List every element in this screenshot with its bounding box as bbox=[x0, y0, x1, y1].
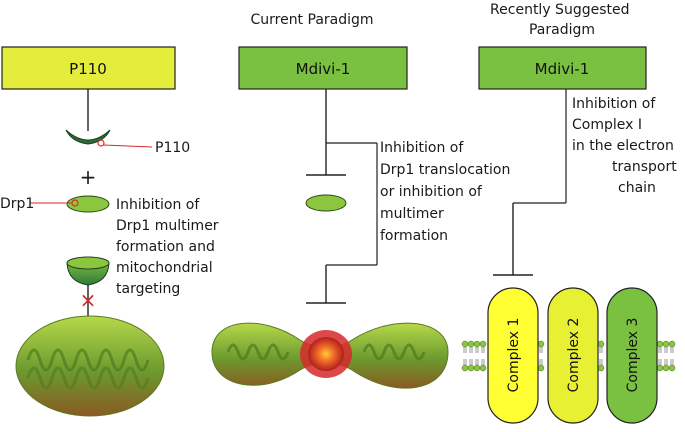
middle-title: Current Paradigm bbox=[250, 12, 373, 28]
middle-note-line-3: or inhibition of bbox=[380, 184, 483, 200]
mdivi-box-right bbox=[478, 46, 647, 90]
left-note-line-5: targeting bbox=[116, 281, 180, 297]
right-title-line-1: Recently Suggested bbox=[490, 2, 629, 18]
plus-sign: + bbox=[80, 165, 97, 189]
middle-note-line-5: formation bbox=[380, 228, 448, 244]
membrane-icon bbox=[461, 340, 676, 372]
p110-pointer-line bbox=[102, 144, 153, 148]
left-note-line-2: Drp1 multimer bbox=[116, 218, 219, 234]
p110-box-label: P110 bbox=[69, 60, 107, 78]
right-note-line-2: Complex I bbox=[572, 117, 642, 133]
middle-note-line-4: multimer bbox=[380, 206, 444, 222]
left-note-line-3: formation and bbox=[116, 239, 215, 255]
svg-text:Inhibition of Complex I: Inhibition of Complex I in the electron … bbox=[572, 96, 681, 196]
middle-note-line-2: Drp1 translocation bbox=[380, 162, 510, 178]
left-note-line-1: Inhibition of bbox=[116, 197, 200, 213]
right-note-line-4: transport bbox=[612, 159, 677, 175]
constricted-mitochondrion-icon bbox=[211, 322, 449, 389]
complex-3-label: Complex 3 bbox=[625, 318, 641, 393]
p110-label: P110 bbox=[155, 140, 190, 156]
p110-box bbox=[1, 46, 176, 90]
block-mark-icon: × bbox=[80, 288, 97, 312]
right-title-line-2: Paradigm bbox=[529, 22, 595, 38]
complex-1-label: Complex 1 bbox=[506, 318, 522, 393]
drp1-oval-icon bbox=[66, 195, 110, 213]
svg-text:Inhibition of Drp1 trans: Inhibition of Drp1 translocation or inhi… bbox=[380, 140, 515, 244]
left-note-line-4: mitochondrial bbox=[116, 260, 213, 276]
svg-text:Recently Suggested Parad: Recently Suggested Paradigm bbox=[490, 2, 634, 38]
right-note-line-3: in the electron bbox=[572, 138, 674, 154]
complex-1: Complex 1 bbox=[487, 287, 539, 424]
middle-panel: Current Paradigm Mdivi-1 Inhibition of D… bbox=[211, 12, 515, 389]
drp1-oval-middle-icon bbox=[305, 194, 347, 212]
right-panel: Recently Suggested Paradigm Mdivi-1 Inhi… bbox=[461, 2, 681, 424]
p110-binding-site-icon bbox=[97, 139, 105, 147]
right-note-line-5: chain bbox=[618, 180, 656, 196]
middle-note-line-1: Inhibition of bbox=[380, 140, 464, 156]
drp1-dome-top-icon bbox=[66, 256, 110, 270]
mdivi-box-right-label: Mdivi-1 bbox=[535, 60, 590, 78]
drp1-label: Drp1 bbox=[0, 196, 34, 212]
complex-2-label: Complex 2 bbox=[566, 318, 582, 393]
complex-2: Complex 2 bbox=[547, 287, 599, 424]
complex-3: Complex 3 bbox=[606, 287, 658, 424]
svg-text:Inhibition of Drp1 multi: Inhibition of Drp1 multimer formation an… bbox=[116, 197, 223, 297]
left-panel: P110 P110 + Drp1 Inhibition of Drp1 mult… bbox=[0, 46, 223, 417]
mdivi-box-middle bbox=[238, 46, 408, 90]
mdivi-box-middle-label: Mdivi-1 bbox=[296, 60, 351, 78]
right-note-line-1: Inhibition of bbox=[572, 96, 656, 112]
mitochondrion-icon bbox=[15, 315, 165, 417]
